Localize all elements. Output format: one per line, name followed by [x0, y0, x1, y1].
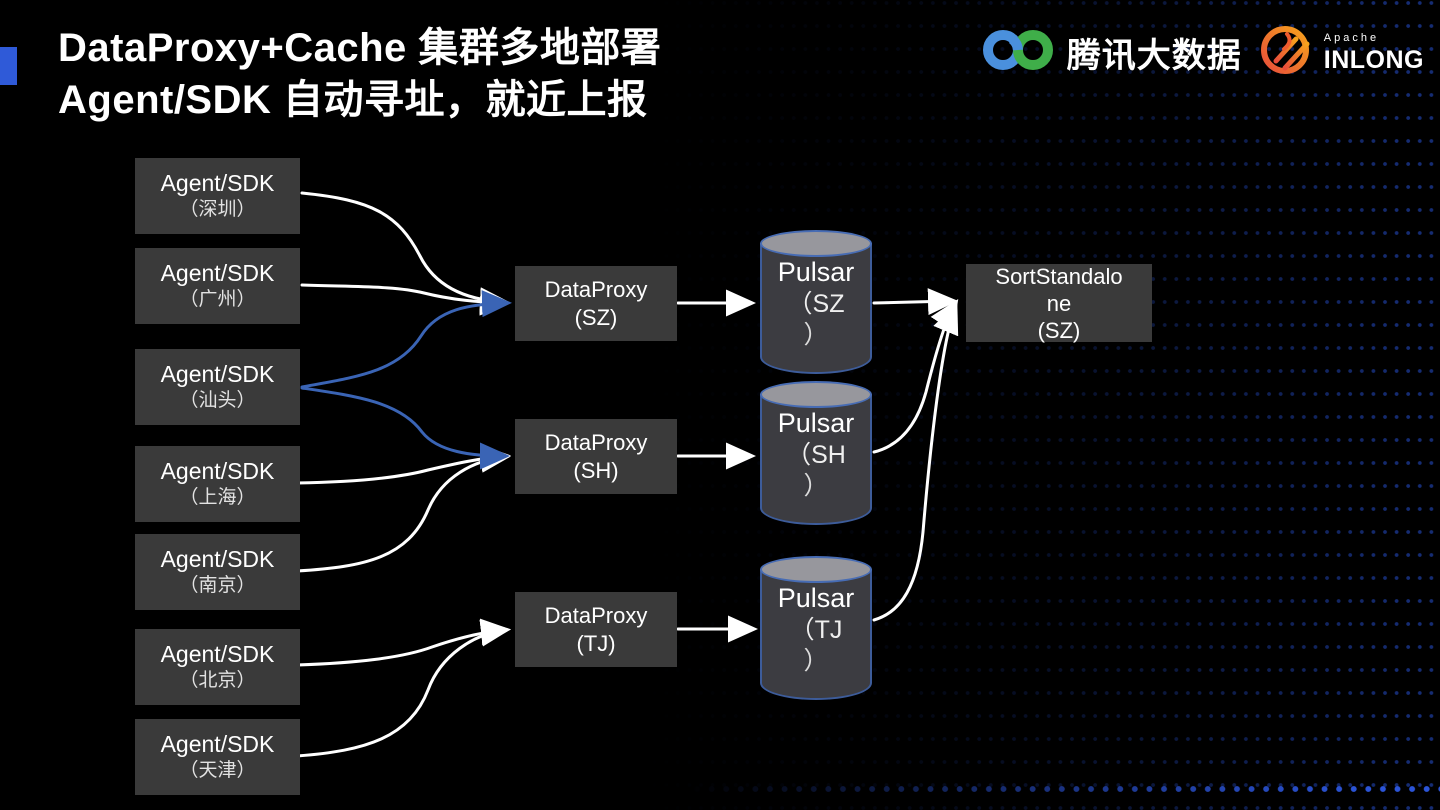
pulsar-cylinder-tj: Pulsar （TJ ） [760, 556, 872, 700]
agent-node-beijing: Agent/SDK （北京） [135, 629, 300, 705]
sortstandalone-label: SortStandalone [995, 263, 1123, 316]
agent-label: Agent/SDK [160, 730, 275, 757]
dataproxy-label: DataProxy [544, 429, 648, 455]
edge-shantou-to-dataproxy-sz [300, 290, 512, 389]
title-line-2: Agent/SDK 自动寻址，就近上报 [58, 78, 648, 122]
agent-label: Agent/SDK [160, 169, 275, 196]
inlong-apache-label: Apache [1323, 31, 1380, 44]
pulsar-cylinder-sz: Pulsar （SZ ） [760, 230, 872, 374]
cylinder-top-ellipse [760, 556, 872, 583]
dataproxy-region-label: (SZ) [574, 304, 618, 330]
background-bottom-dot-row [690, 783, 1440, 796]
agent-city-label: （天津） [179, 759, 256, 781]
tencent-bigdata-label: 腾讯大数据 [1066, 37, 1242, 75]
agent-label: Agent/SDK [160, 259, 275, 286]
dataproxy-region-label: (SH) [573, 457, 619, 483]
dataproxy-label: DataProxy [544, 602, 648, 628]
dataproxy-node-tj: DataProxy (TJ) [515, 592, 677, 667]
dataproxy-node-sh: DataProxy (SH) [515, 419, 677, 494]
edge-beijing-to-dataproxy-tj [295, 618, 511, 667]
edge-nanjing-to-dataproxy-sh [295, 445, 511, 573]
dataproxy-label: DataProxy [544, 276, 648, 302]
inlong-name-label: INLONG [1323, 45, 1424, 74]
agent-node-nanjing: Agent/SDK （南京） [135, 534, 300, 610]
agent-city-label: （汕头） [179, 389, 256, 411]
agent-city-label: （广州） [179, 288, 256, 310]
tencent-bigdata-infinity-icon [979, 25, 1057, 80]
title-accent-bar [0, 47, 17, 85]
apache-inlong-logo: Apache INLONG [1258, 22, 1424, 83]
edge-guangzhou-to-dataproxy-sz [300, 283, 510, 316]
edge-shanghai-to-dataproxy-sh [295, 444, 511, 485]
edge-pulsar-sh-to-sortstandalone [872, 298, 959, 454]
agent-city-label: （深圳） [179, 198, 256, 220]
tencent-bigdata-logo: 腾讯大数据 [979, 25, 1242, 80]
cylinder-body [760, 569, 872, 700]
agent-node-tianjin: Agent/SDK （天津） [135, 719, 300, 795]
pulsar-label: Pulsar （SZ ） [777, 257, 855, 349]
agent-node-guangzhou: Agent/SDK （广州） [135, 248, 300, 324]
agent-label: Agent/SDK [160, 360, 275, 387]
cylinder-top-ellipse [760, 230, 872, 257]
edge-pulsar-tj-to-sortstandalone [872, 303, 959, 622]
edge-shantou-to-dataproxy-sh [300, 386, 510, 470]
title-line-1: DataProxy+Cache 集群多地部署 [58, 26, 662, 70]
pulsar-label: Pulsar （SH ） [777, 408, 855, 500]
sortstandalone-region-label: (SZ) [1037, 317, 1081, 343]
agent-label: Agent/SDK [160, 545, 275, 572]
pulsar-label: Pulsar （TJ ） [777, 583, 855, 675]
agent-node-shanghai: Agent/SDK （上海） [135, 446, 300, 522]
edge-tianjin-to-dataproxy-tj [295, 619, 511, 758]
pulsar-cylinder-sh: Pulsar （SH ） [760, 381, 872, 525]
sortstandalone-node: SortStandalone (SZ) [966, 263, 1152, 343]
agent-city-label: （南京） [179, 574, 256, 596]
inlong-logo-icon [1258, 22, 1314, 83]
agent-city-label: （上海） [179, 486, 256, 508]
agent-node-shantou: Agent/SDK （汕头） [135, 349, 300, 425]
edge-shenzhen-to-dataproxy-sz [300, 191, 510, 315]
dataproxy-region-label: (TJ) [576, 630, 616, 656]
cylinder-top-ellipse [760, 381, 872, 408]
edge-pulsar-sz-to-sortstandalone [872, 288, 958, 316]
dataproxy-node-sz: DataProxy (SZ) [515, 266, 677, 341]
slide-title: DataProxy+Cache 集群多地部署 Agent/SDK 自动寻址，就近… [58, 22, 661, 126]
agent-node-shenzhen: Agent/SDK （深圳） [135, 158, 300, 234]
agent-city-label: （北京） [179, 669, 256, 691]
agent-label: Agent/SDK [160, 457, 275, 484]
header-logos: 腾讯大数据 Apache INLONG [979, 22, 1424, 83]
agent-label: Agent/SDK [160, 640, 275, 667]
cylinder-body [760, 243, 872, 374]
cylinder-body [760, 394, 872, 525]
inlong-wordmark: Apache INLONG [1323, 31, 1424, 74]
